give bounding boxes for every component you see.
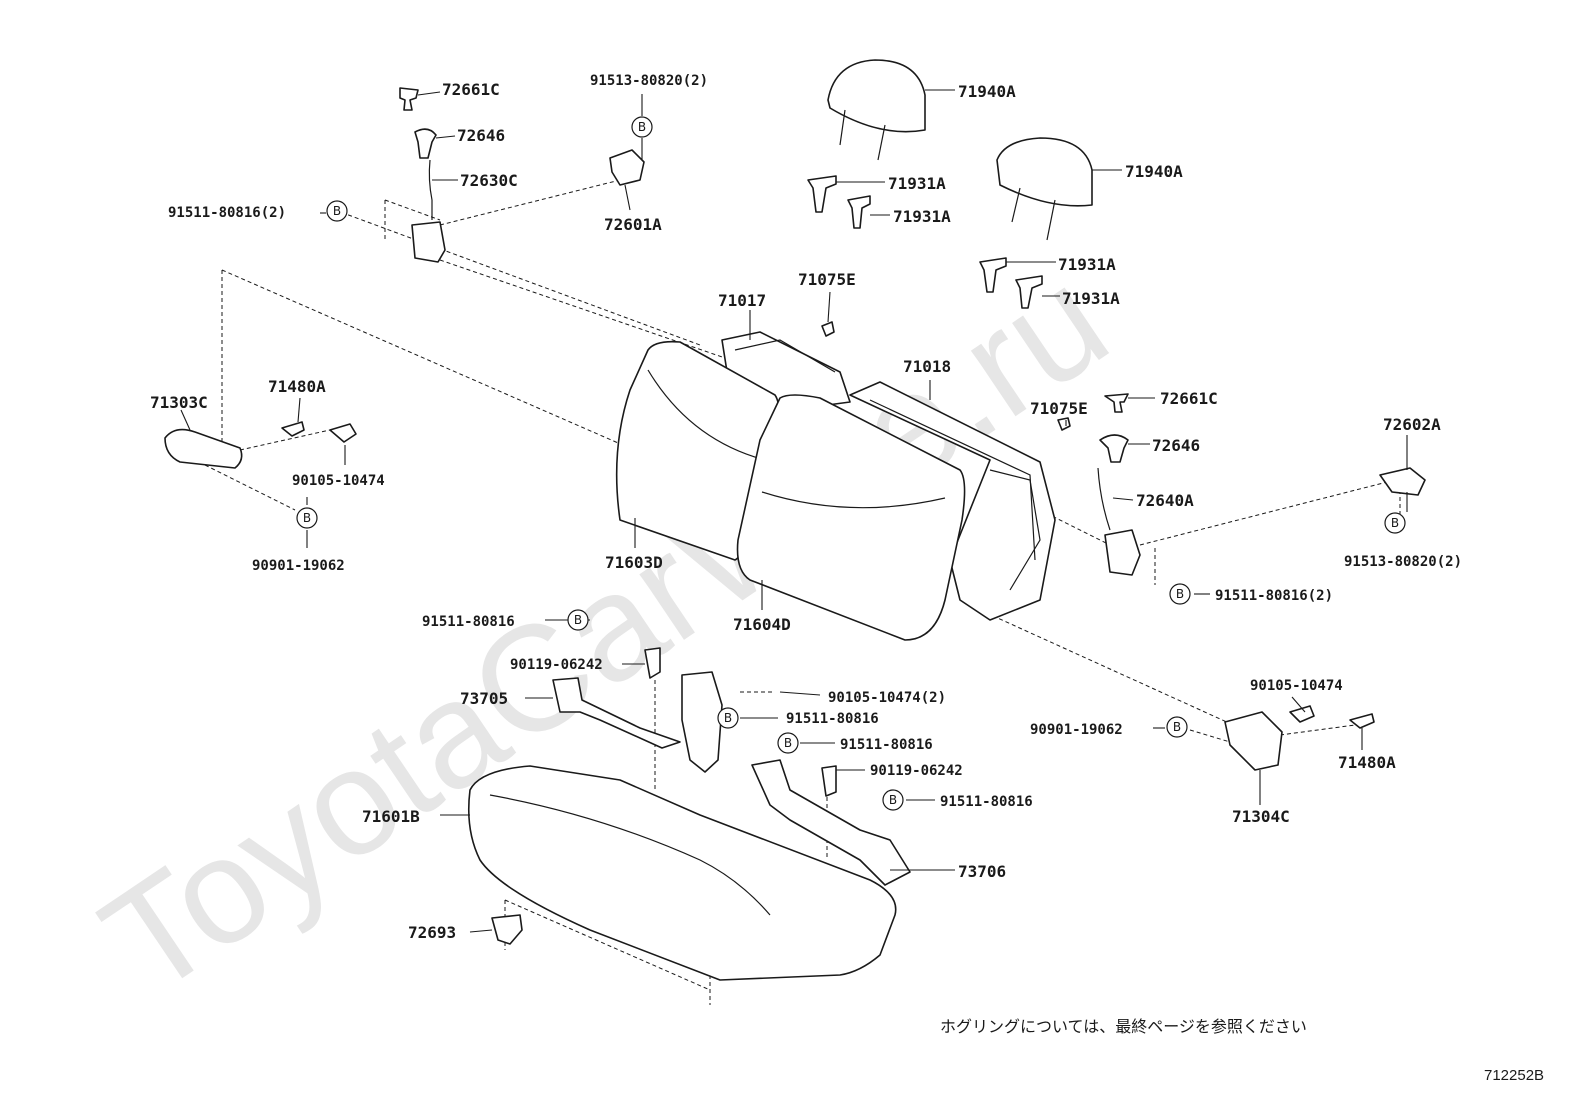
label-71931a: 71931A <box>888 174 946 193</box>
label-71931a: 71931A <box>1062 289 1120 308</box>
label-90901-19062: 90901-19062 <box>252 558 345 574</box>
headrest-right <box>996 137 1093 241</box>
label-91513-80820-2: 91513-80820(2) <box>1344 554 1462 570</box>
label-91511-80816: 91511-80816 <box>840 737 933 753</box>
hook-72693 <box>491 914 523 945</box>
svg-text:B: B <box>889 793 897 807</box>
label-90901-19062: 90901-19062 <box>1030 722 1123 738</box>
label-71931a: 71931A <box>893 207 951 226</box>
b-marker: B <box>326 200 348 222</box>
label-91513-80820-2: 91513-80820(2) <box>590 73 708 89</box>
b-marker: B <box>777 732 799 754</box>
seat-cushion <box>467 765 897 981</box>
svg-text:B: B <box>784 736 792 750</box>
label-72661c: 72661C <box>442 80 500 99</box>
b-marker: B <box>717 707 739 729</box>
label-91511-80816: 91511-80816 <box>940 794 1033 810</box>
svg-text:B: B <box>1391 516 1399 530</box>
label-72630c: 72630C <box>460 171 518 190</box>
svg-text:B: B <box>574 613 582 627</box>
label-71940a: 71940A <box>958 82 1016 101</box>
label-90105-10474: 90105-10474 <box>292 473 385 489</box>
label-91511-80816: 91511-80816 <box>422 614 515 630</box>
label-73705: 73705 <box>460 689 508 708</box>
headrest-left <box>827 59 926 161</box>
label-71075e: 71075E <box>798 270 856 289</box>
seat-brackets <box>552 647 911 886</box>
b-marker: B <box>1384 512 1406 534</box>
b-marker: B <box>567 609 589 631</box>
label-72601a: 72601A <box>604 215 662 234</box>
svg-text:B: B <box>303 511 311 525</box>
hinge-right <box>1224 705 1375 771</box>
part-labels: 72661C 72646 72630C 91511-80816(2) 91513… <box>150 73 1462 942</box>
label-71601b: 71601B <box>362 807 420 826</box>
b-marker: B <box>1166 716 1188 738</box>
label-73706: 73706 <box>958 862 1006 881</box>
label-71075e: 71075E <box>1030 399 1088 418</box>
label-72661c: 72661C <box>1160 389 1218 408</box>
label-90105-10474-2: 90105-10474(2) <box>828 690 946 706</box>
label-91511-80816: 91511-80816 <box>786 711 879 727</box>
svg-text:B: B <box>638 120 646 134</box>
label-71604d: 71604D <box>733 615 791 634</box>
label-90119-06242: 90119-06242 <box>870 763 963 779</box>
label-72646: 72646 <box>457 126 505 145</box>
label-71603d: 71603D <box>605 553 663 572</box>
label-90119-06242: 90119-06242 <box>510 657 603 673</box>
label-71940a: 71940A <box>1125 162 1183 181</box>
b-marker: B <box>1169 583 1191 605</box>
label-91511-80816-2: 91511-80816(2) <box>168 205 286 221</box>
label-72646: 72646 <box>1152 436 1200 455</box>
label-72693: 72693 <box>408 923 456 942</box>
svg-text:B: B <box>333 204 341 218</box>
diagram-code: 712252B <box>1484 1067 1544 1084</box>
label-90105-10474: 90105-10474 <box>1250 678 1343 694</box>
seatback-right <box>736 394 966 641</box>
bolt-markers: B B B B B B B B B B <box>296 116 1406 811</box>
b-marker: B <box>296 507 318 529</box>
label-71304c: 71304C <box>1232 807 1290 826</box>
svg-text:B: B <box>1176 587 1184 601</box>
label-71931a: 71931A <box>1058 255 1116 274</box>
label-71480a: 71480A <box>268 377 326 396</box>
locks-and-clips <box>399 87 1426 576</box>
label-72602a: 72602A <box>1383 415 1441 434</box>
label-71018: 71018 <box>903 357 951 376</box>
svg-text:B: B <box>724 711 732 725</box>
label-71480a: 71480A <box>1338 753 1396 772</box>
hinge-left <box>164 421 357 469</box>
b-marker: B <box>882 789 904 811</box>
label-71017: 71017 <box>718 291 766 310</box>
svg-text:B: B <box>1173 720 1181 734</box>
label-72640a: 72640A <box>1136 491 1194 510</box>
label-91511-80816-2: 91511-80816(2) <box>1215 588 1333 604</box>
hog-ring-note: ホグリングについては、最終ページを参照ください <box>940 1017 1307 1036</box>
label-71303c: 71303C <box>150 393 208 412</box>
b-marker: B <box>631 116 653 138</box>
headrest-guides <box>807 175 1043 309</box>
